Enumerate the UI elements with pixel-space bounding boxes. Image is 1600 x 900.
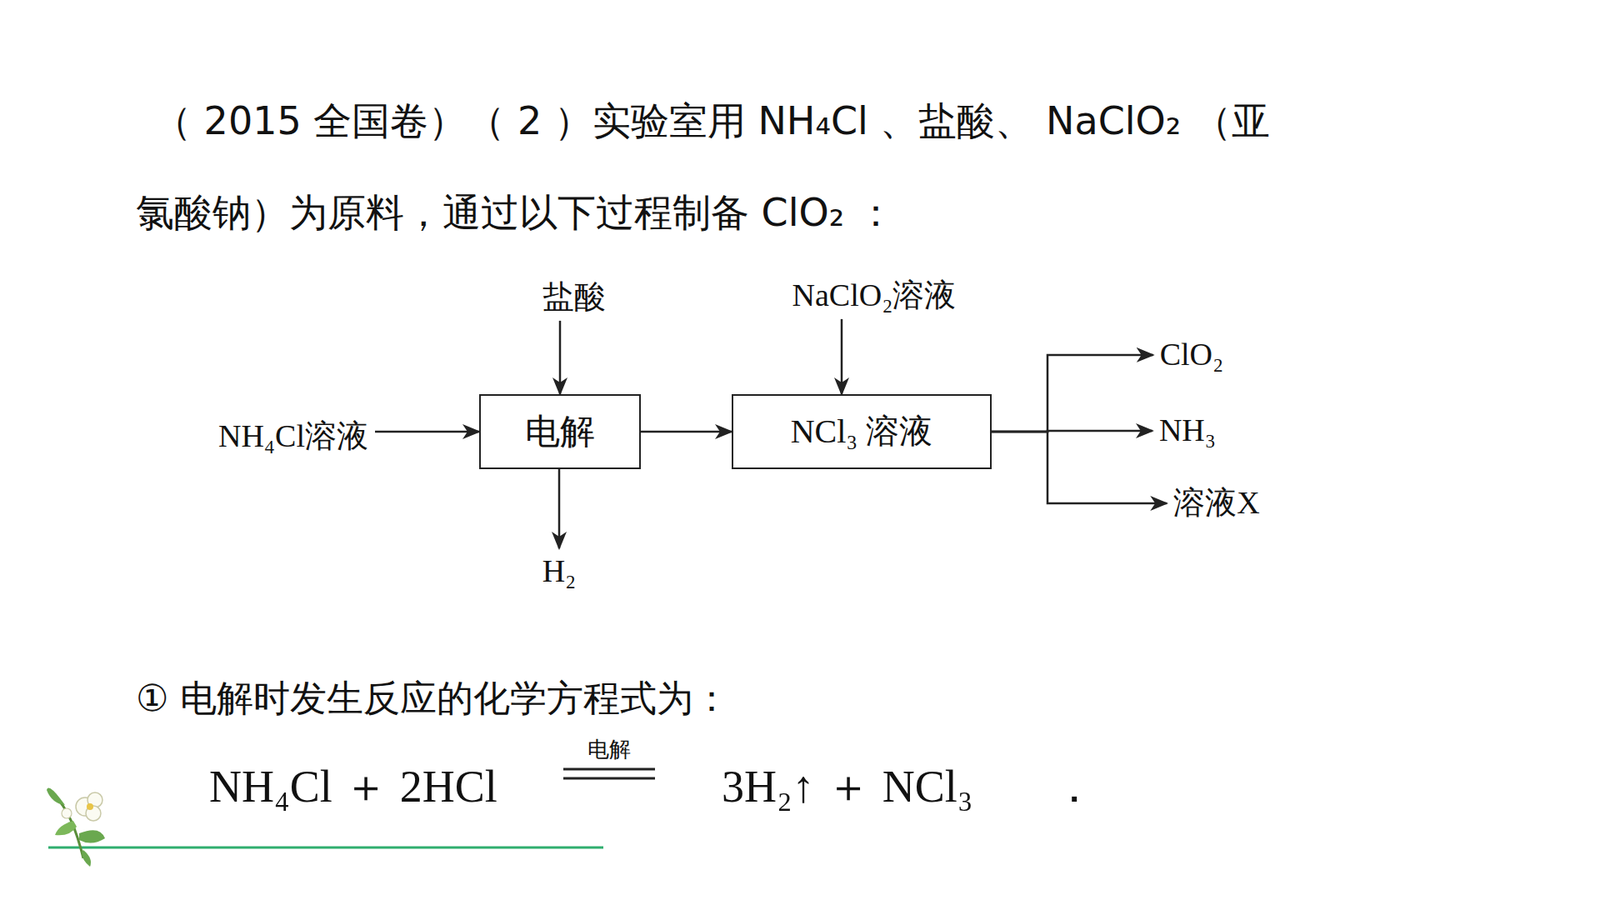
flow-terminal: H₂ [540,553,579,590]
equals-line [563,777,655,780]
flow-arrow [991,355,1154,432]
flow-arrow [375,430,480,434]
flow-terminal: ClO₂ [1158,336,1226,374]
flow-terminal: NaClO₂溶液 [790,277,959,315]
node-text: 电解 [525,412,595,451]
flow-arrow [640,430,732,434]
node-text: NCl₃ 溶液 [790,413,934,450]
flow-arrow [840,319,844,395]
flow-terminal: 盐酸 [540,279,608,316]
node-text: 溶液X [1173,485,1260,521]
flow-arrow [558,469,561,549]
flow-terminal: NH₃ [1157,412,1218,450]
node-text: ClO₂ [1160,337,1225,373]
flow-arrow [991,431,1167,504]
node-text: NH₃ [1159,413,1216,449]
flower-ornament [46,788,105,867]
flow-terminal: 溶液X [1171,485,1261,522]
question-text: ① 电解时发生反应的化学方程式为： [135,676,730,721]
node-text: 盐酸 [542,280,606,315]
equation-text: 电解 [587,736,631,763]
footer-rule [48,846,604,850]
question-text: 氯酸钠）为原料，通过以下过程制备 ClO₂ ： [135,190,895,236]
node-text: NaClO₂溶液 [792,278,957,314]
equals-line [563,768,655,771]
flow-terminal: NH₄Cl溶液 [216,418,370,455]
node-text: NH₄Cl溶液 [218,419,369,455]
equation-text: ． [1051,760,1097,815]
flow-arrow [559,320,562,395]
process-box: 电解 [479,394,641,470]
equation-text: NH₄Cl ＋ 2HCl [209,760,498,815]
node-text: H₂ [542,554,577,590]
process-box: NCl₃ 溶液 [731,394,992,470]
question-text: （ 2015 全国卷）（ 2 ）实验室用 NH₄Cl 、盐酸、 NaClO₂ （… [153,98,1270,145]
equation-text: 3H₂↑ ＋ NCl₃ [721,760,974,815]
